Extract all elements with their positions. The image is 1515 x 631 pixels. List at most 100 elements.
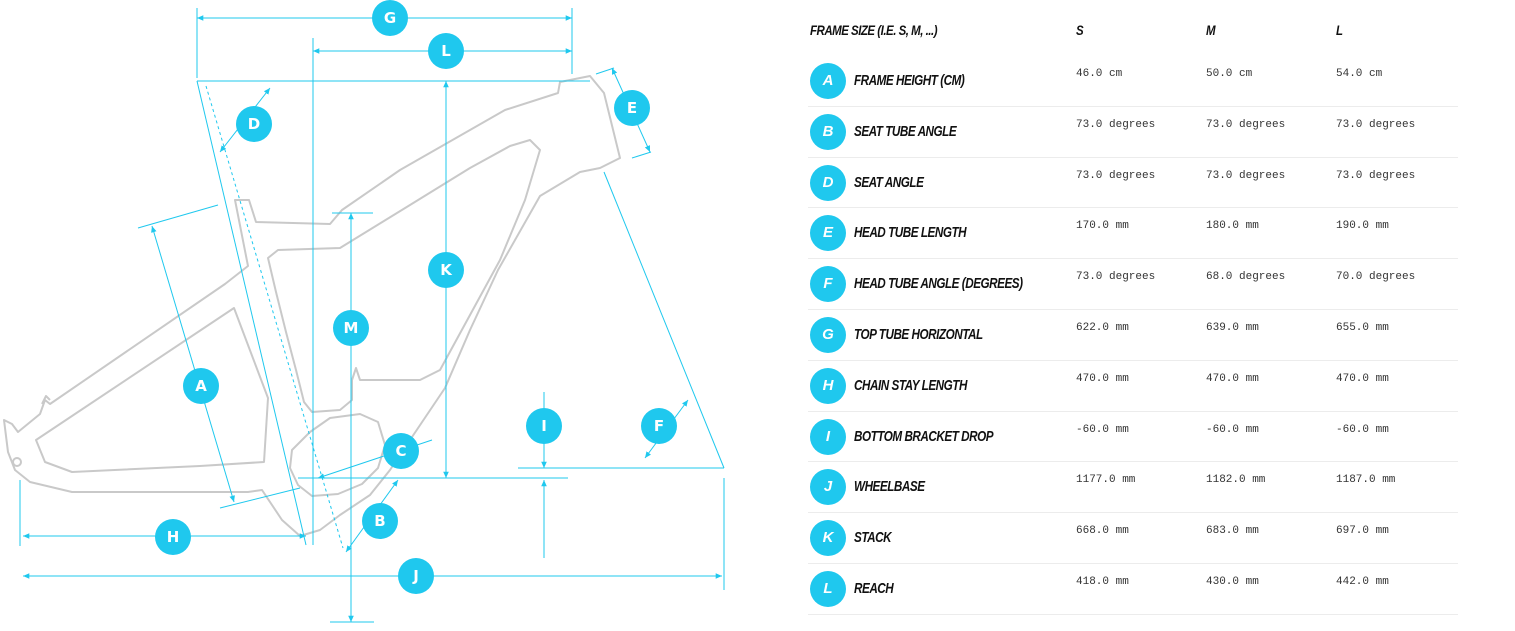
row-label: STACK xyxy=(854,529,892,547)
table-row: H CHAIN STAY LENGTH 470.0 mm 470.0 mm 470.0 … xyxy=(808,361,1458,412)
row-value-l: 54.0 cm xyxy=(1336,68,1383,80)
bubble-d-label: D xyxy=(248,115,260,133)
row-value-m: 73.0 degrees xyxy=(1206,169,1286,182)
row-value-m: 180.0 mm xyxy=(1206,220,1259,233)
bubble-k-label: K xyxy=(440,261,453,279)
row-key-badge: A xyxy=(810,63,846,99)
bubble-m-label: M xyxy=(344,319,359,337)
row-key-badge: J xyxy=(810,469,846,506)
bubble-c-label: C xyxy=(395,442,406,460)
bubble-j-label: J xyxy=(412,567,419,585)
row-value-s: 73.0 degrees xyxy=(1076,169,1156,182)
table-header: FRAME SIZE (I.E. S, M, ...) S M L xyxy=(808,14,1458,56)
bubble-c: C xyxy=(383,433,419,469)
row-label: SEAT TUBE ANGLE xyxy=(854,122,957,140)
measurement-lines xyxy=(19,8,725,623)
row-label: FRAME HEIGHT (CM) xyxy=(854,72,965,89)
row-label: WHEELBASE xyxy=(854,478,925,496)
row-value-l: 73.0 degrees xyxy=(1336,118,1416,131)
row-label: TOP TUBE HORIZONTAL xyxy=(854,325,983,343)
row-value-m: 470.0 mm xyxy=(1206,372,1259,385)
row-value-s: 418.0 mm xyxy=(1076,575,1129,588)
row-key-badge: B xyxy=(810,113,846,150)
row-key-badge: E xyxy=(810,215,846,252)
bubble-b-label: B xyxy=(374,512,385,530)
row-value-s: 46.0 cm xyxy=(1076,68,1123,80)
table-row: E HEAD TUBE LENGTH 170.0 mm 180.0 mm 190.0 m… xyxy=(808,208,1458,260)
row-label: HEAD TUBE ANGLE (DEGREES) xyxy=(854,275,1023,293)
row-value-s: 668.0 mm xyxy=(1076,525,1129,538)
row-label: SEAT ANGLE xyxy=(854,173,924,191)
row-value-s: 73.0 degrees xyxy=(1076,118,1156,131)
geometry-table: FRAME SIZE (I.E. S, M, ...) S M L A FRAME… xyxy=(808,14,1458,615)
table-row: G TOP TUBE HORIZONTAL 622.0 mm 639.0 mm 655.… xyxy=(808,310,1458,361)
row-value-m: 639.0 mm xyxy=(1206,321,1259,334)
row-value-s: 622.0 mm xyxy=(1076,321,1129,334)
row-value-l: 190.0 mm xyxy=(1336,220,1389,233)
row-label: CHAIN STAY LENGTH xyxy=(854,376,967,394)
row-key-badge: G xyxy=(810,316,846,353)
bubble-l-label: L xyxy=(441,42,451,60)
row-value-s: -60.0 mm xyxy=(1076,423,1129,436)
table-row: I BOTTOM BRACKET DROP -60.0 mm -60.0 mm -60.… xyxy=(808,412,1458,463)
bubble-g-label: G xyxy=(384,9,396,27)
row-key-badge: D xyxy=(810,164,846,201)
bubble-f-label: F xyxy=(654,417,664,435)
bubble-i-label: I xyxy=(541,417,547,435)
bubble-h: H xyxy=(155,519,191,555)
bubble-k: K xyxy=(428,252,464,288)
bubble-h-label: H xyxy=(167,528,180,546)
row-key-badge: K xyxy=(810,520,846,557)
size-s-header: S xyxy=(1076,22,1084,38)
bubble-j: J xyxy=(398,558,434,594)
bubble-a-label: A xyxy=(195,377,207,395)
bubble-m: M xyxy=(333,310,369,346)
bubble-g: G xyxy=(372,0,408,36)
bubble-d: D xyxy=(236,106,272,142)
table-row: J WHEELBASE 1177.0 mm 1182.0 mm 1187.0 mm xyxy=(808,462,1458,514)
row-value-l: 73.0 degrees xyxy=(1336,169,1416,182)
row-label: REACH xyxy=(854,579,894,597)
row-value-m: 683.0 mm xyxy=(1206,525,1259,538)
row-value-l: 697.0 mm xyxy=(1336,525,1389,538)
row-value-l: 442.0 mm xyxy=(1336,575,1389,588)
row-value-l: 1187.0 mm xyxy=(1336,474,1396,487)
table-row: B SEAT TUBE ANGLE 73.0 degrees 73.0 degrees… xyxy=(808,107,1458,158)
row-value-m: 73.0 degrees xyxy=(1206,118,1286,131)
row-label: HEAD TUBE LENGTH xyxy=(854,224,967,242)
size-m-header: M xyxy=(1206,22,1216,38)
bubble-f: F xyxy=(641,408,677,444)
table-row: L REACH 418.0 mm 430.0 mm 442.0 mm xyxy=(808,564,1458,615)
table-row: K STACK 668.0 mm 683.0 mm 697.0 mm xyxy=(808,513,1458,564)
row-value-s: 73.0 degrees xyxy=(1076,271,1156,284)
row-value-m: 50.0 cm xyxy=(1206,68,1253,80)
row-label: BOTTOM BRACKET DROP xyxy=(854,427,994,445)
row-value-m: 1182.0 mm xyxy=(1206,474,1266,487)
bubble-e: E xyxy=(614,90,650,126)
frame-geometry-diagram: G L D E K M A I F C B H xyxy=(0,0,740,631)
size-l-header: L xyxy=(1336,22,1343,38)
bubble-e-label: E xyxy=(627,99,637,117)
row-key-badge: L xyxy=(810,570,846,607)
row-value-l: 470.0 mm xyxy=(1336,372,1389,385)
row-value-s: 170.0 mm xyxy=(1076,220,1129,233)
bike-frame-outline xyxy=(3,75,621,537)
bubble-b: B xyxy=(362,503,398,539)
table-row: A FRAME HEIGHT (CM) 46.0 cm 50.0 cm 54.0 cm xyxy=(808,56,1458,107)
row-key-badge: H xyxy=(810,367,846,404)
row-value-l: 655.0 mm xyxy=(1336,321,1389,334)
row-value-m: -60.0 mm xyxy=(1206,423,1259,436)
row-value-l: -60.0 mm xyxy=(1336,423,1389,436)
row-value-s: 1177.0 mm xyxy=(1076,474,1136,487)
row-value-l: 70.0 degrees xyxy=(1336,271,1416,284)
row-value-s: 470.0 mm xyxy=(1076,372,1129,385)
row-value-m: 430.0 mm xyxy=(1206,575,1259,588)
bubble-l: L xyxy=(428,33,464,69)
table-body: A FRAME HEIGHT (CM) 46.0 cm 50.0 cm 54.0 cm B… xyxy=(808,56,1458,615)
frame-size-header: FRAME SIZE (I.E. S, M, ...) xyxy=(810,22,938,38)
bubble-i: I xyxy=(526,408,562,444)
table-row: D SEAT ANGLE 73.0 degrees 73.0 degrees 73.0 … xyxy=(808,158,1458,209)
row-key-badge: I xyxy=(810,418,846,455)
row-value-m: 68.0 degrees xyxy=(1206,271,1286,284)
